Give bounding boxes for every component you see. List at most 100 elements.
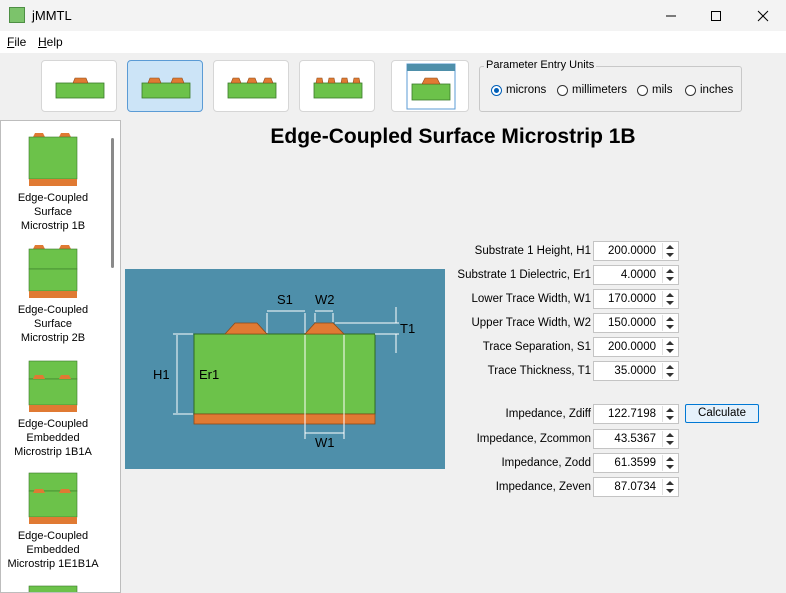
cross-section-diagram: S1 W2 T1 H1 Er1 W1 bbox=[125, 269, 445, 469]
structure-1e1b1a-icon bbox=[28, 472, 78, 524]
radio-millimeters[interactable]: millimeters bbox=[557, 84, 627, 96]
calculate-button[interactable]: Calculate bbox=[685, 404, 759, 423]
spinner-icon[interactable] bbox=[662, 315, 677, 331]
spinner-icon[interactable] bbox=[662, 431, 677, 447]
spinner-icon[interactable] bbox=[662, 479, 677, 495]
sidebar-item-label-line: Surface bbox=[34, 206, 72, 218]
result-field-zdiff[interactable]: 122.7198 bbox=[593, 404, 679, 424]
dim-label-s1: S1 bbox=[277, 292, 293, 307]
page-title: Edge-Coupled Surface Microstrip 1B bbox=[270, 125, 636, 148]
menu-file[interactable]: File bbox=[7, 35, 26, 49]
minimize-button[interactable] bbox=[648, 0, 694, 31]
units-group bbox=[479, 66, 742, 112]
param-label-er1: Substrate 1 Dielectric, Er1 bbox=[457, 269, 591, 281]
spinner-icon[interactable] bbox=[662, 243, 677, 259]
toolbar-surface-microstrip-1trace[interactable] bbox=[41, 60, 117, 112]
window-title: jMMTL bbox=[32, 8, 72, 23]
menu-help[interactable]: Help bbox=[38, 35, 63, 49]
close-button[interactable] bbox=[740, 0, 786, 31]
toolbar-edge-coupled-microstrip[interactable] bbox=[127, 60, 203, 112]
radio-label: inches bbox=[700, 84, 734, 96]
toolbar-window-view[interactable] bbox=[391, 60, 469, 112]
sidebar-item-label-line: Microstrip 1B bbox=[20, 220, 86, 232]
structure-partial-icon bbox=[28, 585, 78, 592]
field-value: 200.0000 bbox=[608, 245, 656, 257]
toolbar-triple-trace[interactable] bbox=[213, 60, 289, 112]
field-value: 200.0000 bbox=[608, 341, 656, 353]
dim-label-w2: W2 bbox=[315, 292, 335, 307]
structure-1b-icon bbox=[28, 133, 78, 186]
sidebar-item-label-line: Edge-Coupled bbox=[17, 418, 89, 430]
sidebar-item-surface-2b[interactable]: Edge-Coupled Surface Microstrip 2B bbox=[7, 243, 99, 345]
menu-bar: File Help bbox=[0, 31, 786, 53]
sidebar-item-embedded-1b1a[interactable]: Edge-Coupled Embedded Microstrip 1B1A bbox=[7, 357, 99, 459]
radio-mils[interactable]: mils bbox=[637, 84, 672, 96]
radio-label: microns bbox=[506, 84, 547, 96]
structure-sidebar: Edge-Coupled Surface Microstrip 1B Edge-… bbox=[0, 120, 121, 593]
radio-label: mils bbox=[652, 84, 673, 96]
field-value: 43.5367 bbox=[614, 433, 656, 445]
sidebar-item-label-line: Microstrip 1E1B1A bbox=[7, 558, 99, 570]
result-field-zeven[interactable]: 87.0734 bbox=[593, 477, 679, 497]
result-label-zodd: Impedance, Zodd bbox=[501, 457, 591, 469]
sidebar-item-embedded-1e1b1a[interactable]: Edge-Coupled Embedded Microstrip 1E1B1A bbox=[7, 469, 99, 571]
field-value: 87.0734 bbox=[614, 481, 656, 493]
ground-plane bbox=[193, 413, 376, 425]
param-field-t1[interactable]: 35.0000 bbox=[593, 361, 679, 381]
spinner-icon[interactable] bbox=[662, 267, 677, 283]
param-field-er1[interactable]: 4.0000 bbox=[593, 265, 679, 285]
param-label-w1: Lower Trace Width, W1 bbox=[471, 293, 591, 305]
field-value: 35.0000 bbox=[614, 365, 656, 377]
field-value: 61.3599 bbox=[614, 457, 656, 469]
result-label-zcommon: Impedance, Zcommon bbox=[476, 433, 591, 445]
radio-empty-icon bbox=[557, 84, 568, 96]
radio-empty-icon bbox=[685, 84, 696, 96]
sidebar-item-label-line: Embedded bbox=[26, 432, 80, 444]
param-field-w1[interactable]: 170.0000 bbox=[593, 289, 679, 309]
sidebar-item-label-line: Edge-Coupled bbox=[17, 304, 89, 316]
sidebar-item-label-line: Microstrip 2B bbox=[20, 332, 86, 344]
radio-inches[interactable]: inches bbox=[685, 84, 733, 96]
dim-label-h1: H1 bbox=[153, 367, 170, 382]
structure-1b1a-icon bbox=[28, 360, 78, 412]
sidebar-item-label-line: Edge-Coupled bbox=[17, 192, 89, 204]
structure-2b-icon bbox=[28, 245, 78, 298]
minimize-icon bbox=[666, 15, 676, 16]
quad-trace-icon bbox=[313, 77, 363, 99]
spinner-icon[interactable] bbox=[662, 455, 677, 471]
sidebar-item-label-line: Microstrip 1B1A bbox=[14, 446, 92, 458]
toolbar-quad-trace[interactable] bbox=[299, 60, 375, 112]
menu-file-label: ile bbox=[14, 35, 27, 49]
dim-label-t1: T1 bbox=[400, 321, 415, 336]
field-value: 170.0000 bbox=[608, 293, 656, 305]
result-field-zodd[interactable]: 61.3599 bbox=[593, 453, 679, 473]
sidebar-item-surface-1b[interactable]: Edge-Coupled Surface Microstrip 1B bbox=[7, 131, 99, 233]
field-value: 150.0000 bbox=[608, 317, 656, 329]
param-field-w2[interactable]: 150.0000 bbox=[593, 313, 679, 333]
dim-label-w1: W1 bbox=[315, 435, 335, 450]
sidebar-item-partial[interactable] bbox=[7, 583, 99, 592]
result-label-zdiff: Impedance, Zdiff bbox=[505, 408, 591, 420]
result-label-zeven: Impedance, Zeven bbox=[495, 481, 591, 493]
app-icon bbox=[9, 7, 25, 23]
param-field-h1[interactable]: 200.0000 bbox=[593, 241, 679, 261]
param-label-w2: Upper Trace Width, W2 bbox=[471, 317, 591, 329]
field-value: 4.0000 bbox=[620, 269, 656, 281]
radio-empty-icon bbox=[637, 84, 648, 96]
spinner-icon[interactable] bbox=[662, 339, 677, 355]
radio-microns[interactable]: microns bbox=[491, 84, 546, 96]
param-field-s1[interactable]: 200.0000 bbox=[593, 337, 679, 357]
substrate-rect bbox=[193, 333, 376, 415]
radio-label: millimeters bbox=[572, 84, 627, 96]
spinner-icon[interactable] bbox=[662, 291, 677, 307]
sidebar-scroll-thumb[interactable] bbox=[111, 138, 114, 268]
spinner-icon[interactable] bbox=[662, 406, 677, 422]
close-icon bbox=[757, 10, 769, 21]
dimension-lines bbox=[173, 307, 399, 439]
spinner-icon[interactable] bbox=[662, 363, 677, 379]
field-value: 122.7198 bbox=[608, 408, 656, 420]
result-field-zcommon[interactable]: 43.5367 bbox=[593, 429, 679, 449]
maximize-button[interactable] bbox=[693, 0, 739, 31]
left-trace bbox=[224, 322, 268, 335]
dim-label-er1: Er1 bbox=[199, 367, 219, 382]
